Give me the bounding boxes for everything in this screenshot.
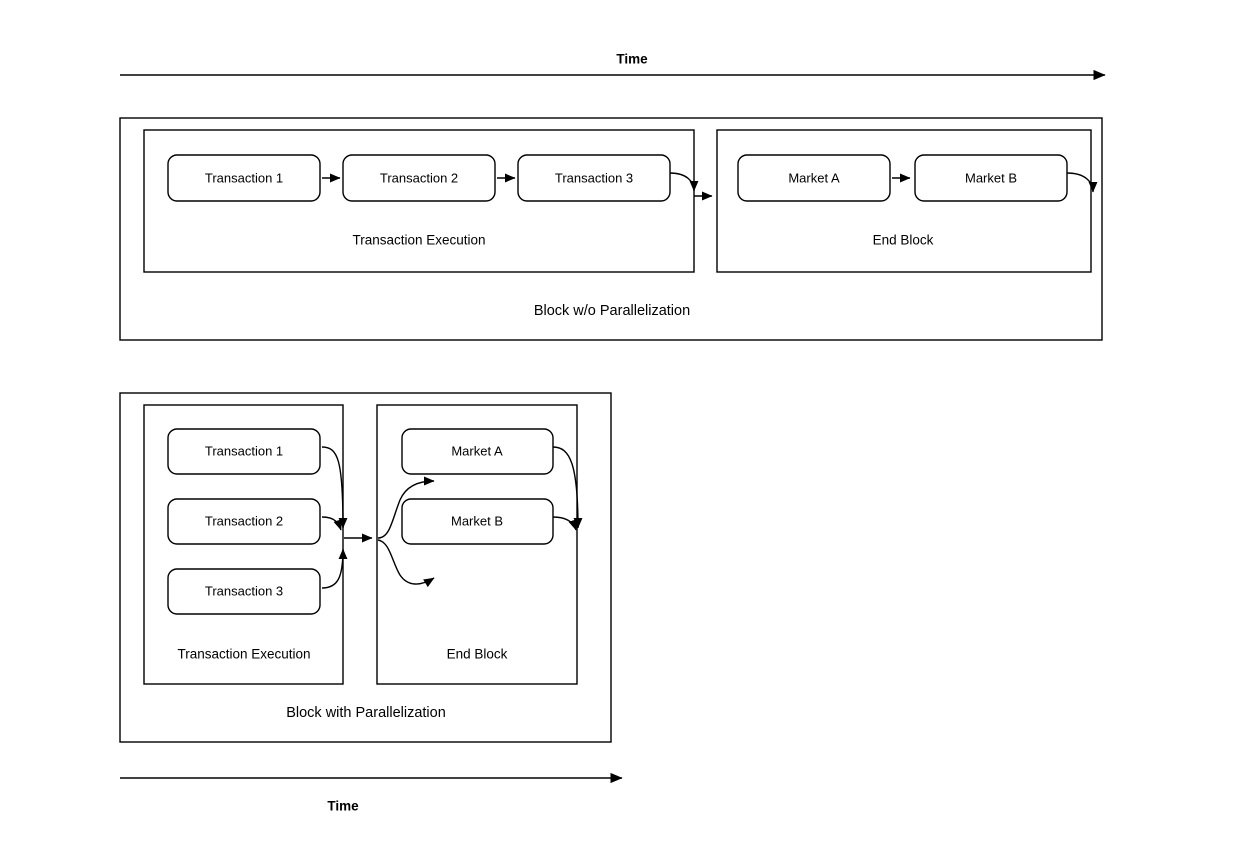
- node-transaction-1-box[interactable]: [167, 428, 321, 475]
- node-transaction-2-label: Transaction 2: [380, 170, 458, 185]
- block-without-parallelization[interactable]: Transaction 1 Transaction 2 Transaction …: [119, 117, 1103, 341]
- tx-execution-serial-boundary: [143, 129, 695, 273]
- node-transaction-3[interactable]: Transaction 3: [167, 568, 321, 615]
- node-transaction-2-box[interactable]: [167, 498, 321, 545]
- edge-merge-to-market-a: [377, 476, 435, 539]
- block-without-parallelization-boundary: [119, 117, 1103, 341]
- node-market-a-label: Market A: [451, 443, 503, 458]
- end-block-serial-label: End Block: [873, 233, 934, 248]
- edge-market-a-to-exit: [552, 446, 583, 529]
- node-transaction-1-label: Transaction 1: [205, 170, 283, 185]
- node-transaction-1[interactable]: Transaction 1: [167, 428, 321, 475]
- tx-execution-parallel-group[interactable]: Transaction 1 Transaction 2 Transaction …: [143, 404, 348, 685]
- edge-tx3-to-endblock-curve: [669, 172, 699, 192]
- top-time-axis: Time: [120, 52, 1106, 81]
- node-transaction-3-box[interactable]: [167, 568, 321, 615]
- node-market-a-label: Market A: [788, 170, 840, 185]
- node-transaction-1[interactable]: Transaction 1: [167, 154, 321, 202]
- tx-execution-serial-label: Transaction Execution: [352, 233, 485, 248]
- node-transaction-3-box[interactable]: [517, 154, 671, 202]
- edge-tx1-to-merge: [321, 446, 348, 529]
- end-block-serial-group[interactable]: Market A Market B End Block: [716, 129, 1092, 273]
- node-transaction-3[interactable]: Transaction 3: [517, 154, 671, 202]
- bottom-time-axis: Time: [120, 772, 623, 814]
- node-market-b-label: Market B: [451, 513, 503, 528]
- bottom-time-axis-label: Time: [327, 799, 359, 814]
- node-market-b-label: Market B: [965, 170, 1017, 185]
- edge-merge-to-market-b: [377, 539, 435, 588]
- tx-execution-serial-group[interactable]: Transaction 1 Transaction 2 Transaction …: [143, 129, 695, 273]
- node-transaction-2-label: Transaction 2: [205, 513, 283, 528]
- end-block-parallel-group[interactable]: Market A Market B End Block: [376, 404, 583, 685]
- tx-execution-parallel-label: Transaction Execution: [177, 647, 310, 662]
- node-transaction-2-box[interactable]: [342, 154, 496, 202]
- edge-tx2-to-merge: [321, 516, 343, 531]
- edge-market-b-to-exit: [552, 516, 578, 531]
- block-with-parallelization-label: Block with Parallelization: [286, 705, 446, 721]
- edge-market-b-exit-curve: [1066, 172, 1098, 193]
- node-market-a[interactable]: Market A: [401, 428, 554, 475]
- node-transaction-1-label: Transaction 1: [205, 443, 283, 458]
- tx-execution-parallel-boundary: [143, 404, 344, 685]
- end-block-parallel-label: End Block: [447, 647, 508, 662]
- node-market-b-box[interactable]: [401, 498, 554, 545]
- end-block-serial-boundary: [716, 129, 1092, 273]
- block-with-parallelization-boundary: [119, 392, 612, 743]
- node-transaction-3-label: Transaction 3: [555, 170, 633, 185]
- node-market-a-box[interactable]: [401, 428, 554, 475]
- node-market-b[interactable]: Market B: [914, 154, 1068, 202]
- node-market-b[interactable]: Market B: [401, 498, 554, 545]
- node-transaction-2[interactable]: Transaction 2: [342, 154, 496, 202]
- edge-tx3-to-merge: [321, 548, 348, 589]
- node-market-b-box[interactable]: [914, 154, 1068, 202]
- node-transaction-3-label: Transaction 3: [205, 583, 283, 598]
- node-market-a-box[interactable]: [737, 154, 891, 202]
- node-transaction-2[interactable]: Transaction 2: [167, 498, 321, 545]
- end-block-parallel-boundary: [376, 404, 578, 685]
- block-without-parallelization-label: Block w/o Parallelization: [534, 303, 690, 319]
- node-market-a[interactable]: Market A: [737, 154, 891, 202]
- node-transaction-1-box[interactable]: [167, 154, 321, 202]
- top-time-axis-label: Time: [616, 52, 648, 67]
- block-with-parallelization[interactable]: Transaction 1 Transaction 2 Transaction …: [119, 392, 612, 743]
